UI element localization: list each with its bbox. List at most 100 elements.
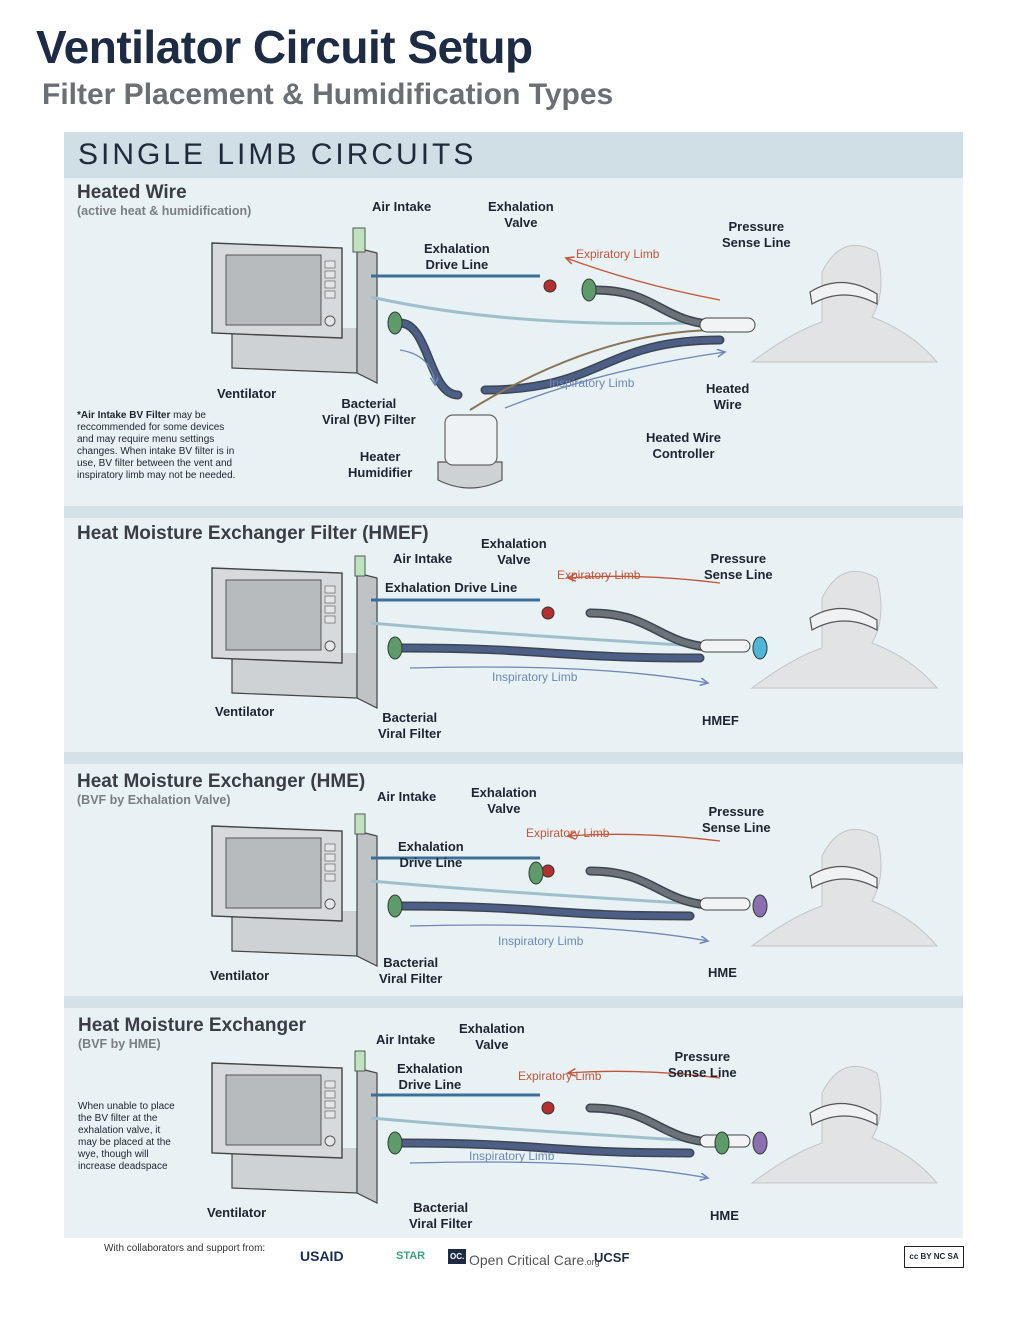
inspiratory-limb: [397, 645, 703, 661]
ventilator-screen: [225, 254, 322, 326]
label-heated-wire-controller: Heated Wire Controller: [646, 430, 722, 461]
section-title-heated-wire: Heated Wire: [77, 182, 187, 203]
label-ventilator: Ventilator: [215, 704, 275, 719]
mask-strap: [809, 1102, 878, 1127]
ventilator-side: [356, 1067, 378, 1204]
occ-badge: OC.: [448, 1249, 467, 1264]
bv-filter-vent: [387, 894, 403, 918]
ventilator-key: [324, 1080, 336, 1089]
label-exhalation-valve: Exhalation Valve: [471, 785, 537, 816]
label-ventilator: Ventilator: [207, 1205, 267, 1220]
pressure-sense-line: [370, 1116, 701, 1143]
label-ventilator: Ventilator: [210, 968, 270, 983]
ventilator-key: [324, 853, 336, 862]
footer-credit: With collaborators and support from:: [104, 1243, 266, 1254]
ventilator-key: [324, 595, 336, 604]
hme-device: [752, 1131, 768, 1155]
open-critical-care-logo: Open Critical Care.org: [469, 1252, 600, 1268]
bv-filter-wye: [714, 1131, 730, 1155]
ventilator-side: [356, 572, 378, 709]
label-pressure-sense-line: Pressure Sense Line: [668, 1049, 737, 1080]
ventilator-knob: [324, 640, 336, 652]
section-title-hme: Heat Moisture Exchanger (HME): [77, 771, 366, 792]
label-hmef: HMEF: [702, 713, 739, 728]
label-bv-filter: Bacterial Viral Filter: [378, 710, 442, 741]
ventilator-key: [324, 1100, 336, 1109]
intake-filter-note: *Air Intake BV Filter may be reccommende…: [77, 410, 239, 482]
air-intake-filter: [354, 1050, 366, 1072]
air-intake-filter: [354, 813, 366, 835]
mask-strap: [809, 281, 878, 306]
label-expiratory-limb: Expiratory Limb: [576, 247, 660, 261]
ventilator-knob: [324, 315, 336, 327]
label-expiratory-limb: Expiratory Limb: [557, 568, 641, 582]
hmef-filter: [752, 636, 768, 660]
pressure-sense-line: [370, 295, 721, 326]
ventilator-key: [324, 843, 336, 852]
bv-filter-vent: [387, 311, 403, 335]
section-title-hme-bvf: Heat Moisture Exchanger: [78, 1015, 307, 1036]
occ-suffix: .org: [584, 1257, 600, 1267]
license-badge: cc BY NC SA: [904, 1246, 964, 1268]
patient-head: [750, 828, 939, 947]
inspiratory-arrow: [409, 1161, 708, 1178]
patient-head: [750, 1065, 939, 1184]
exhalation-valve: [543, 279, 557, 293]
humidifier-arrow: [399, 349, 435, 385]
ventilator-side: [356, 830, 378, 967]
label-pressure-sense-line: Pressure Sense Line: [722, 219, 791, 250]
inspiratory-limb-vent: [397, 320, 461, 398]
page-subtitle: Filter Placement & Humidification Types: [42, 78, 614, 111]
inspiratory-limb: [397, 1140, 693, 1156]
panel-divider: [64, 996, 963, 1008]
bv-filter-vent: [387, 636, 403, 660]
label-exhalation-valve: Exhalation Valve: [488, 199, 554, 230]
label-heater-humidifier: Heater Humidifier: [348, 449, 413, 480]
inspiratory-limb-patient: [482, 337, 723, 393]
ventilator-key: [324, 270, 336, 279]
label-expiratory-limb: Expiratory Limb: [518, 1069, 602, 1083]
section-subtitle: (active heat & humidification): [77, 204, 252, 218]
inspiratory-arrow: [409, 924, 708, 941]
label-bv-filter: Bacterial Viral (BV) Filter: [322, 396, 416, 427]
label-air-intake: Air Intake: [372, 199, 432, 214]
inspiratory-arrow: [504, 352, 725, 409]
panel-divider: [64, 506, 963, 518]
ventilator-key: [324, 280, 336, 289]
label-air-intake: Air Intake: [377, 789, 437, 804]
pressure-sense-line: [370, 621, 701, 648]
label-pressure-sense-line: Pressure Sense Line: [704, 551, 773, 582]
wye-connector: [699, 317, 756, 333]
expiratory-arrow: [568, 834, 721, 842]
ventilator-screen: [225, 579, 322, 651]
label-exhalation-valve: Exhalation Valve: [459, 1021, 525, 1052]
ventilator-key: [324, 585, 336, 594]
label-exhalation-drive-line: Exhalation Drive Line: [397, 1061, 463, 1092]
expiratory-arrow: [568, 1071, 721, 1079]
label-air-intake: Air Intake: [376, 1032, 436, 1047]
wye-connector: [699, 897, 751, 911]
label-exhalation-valve: Exhalation Valve: [481, 536, 547, 567]
wye-connector: [699, 639, 751, 653]
occ-name: Open Critical Care: [469, 1252, 585, 1268]
section-subtitle: (BVF by Exhalation Valve): [77, 793, 231, 807]
bv-filter-exhalation: [581, 278, 597, 302]
bv-filter-vent: [387, 1131, 403, 1155]
panel-divider: [64, 752, 963, 764]
pressure-sense-line: [370, 879, 701, 906]
label-ventilator: Ventilator: [217, 386, 277, 401]
exhalation-valve: [541, 1101, 555, 1115]
heated-wire: [469, 329, 721, 411]
label-expiratory-limb: Expiratory Limb: [526, 826, 610, 840]
note-asterisk: *: [77, 410, 81, 421]
label-inspiratory-limb: Inspiratory Limb: [469, 1149, 555, 1163]
label-bv-filter: Bacterial Viral Filter: [379, 955, 443, 986]
humidifier-base: [437, 461, 503, 489]
label-inspiratory-limb: Inspiratory Limb: [498, 934, 584, 948]
label-hme: HME: [710, 1208, 739, 1223]
label-inspiratory-limb: Inspiratory Limb: [492, 670, 578, 684]
ventilator-key: [324, 290, 336, 299]
label-inspiratory-limb: Inspiratory Limb: [549, 376, 635, 390]
humidifier-chamber: [444, 414, 498, 466]
